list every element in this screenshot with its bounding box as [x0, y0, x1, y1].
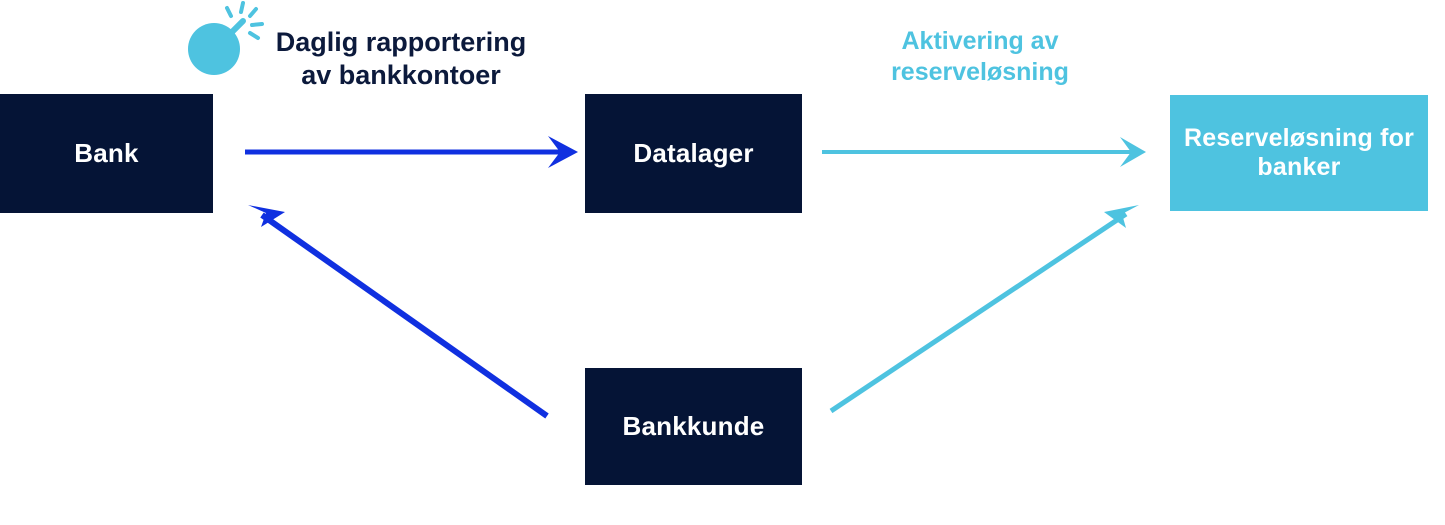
- caption-daglig-rapportering: Daglig rapportering av bankkontoer: [275, 27, 527, 90]
- node-datalager[interactable]: Datalager: [585, 94, 802, 213]
- arrow-bankkunde-to-reserve: [829, 205, 1139, 414]
- caption-aktivering-av-reservelosning: Aktivering av reserveløsning: [891, 27, 1069, 86]
- node-reservelosning-for-banker[interactable]: Reserveløsning for banker: [1170, 95, 1428, 211]
- arrow-datalager-to-reserve: [822, 137, 1146, 167]
- node-bankkunde[interactable]: Bankkunde: [585, 368, 802, 485]
- arrow-bank-to-datalager: [245, 136, 578, 168]
- node-bank[interactable]: Bank: [0, 94, 213, 213]
- bomb-icon: [188, 1, 264, 75]
- arrow-bankkunde-to-bank: [248, 205, 549, 419]
